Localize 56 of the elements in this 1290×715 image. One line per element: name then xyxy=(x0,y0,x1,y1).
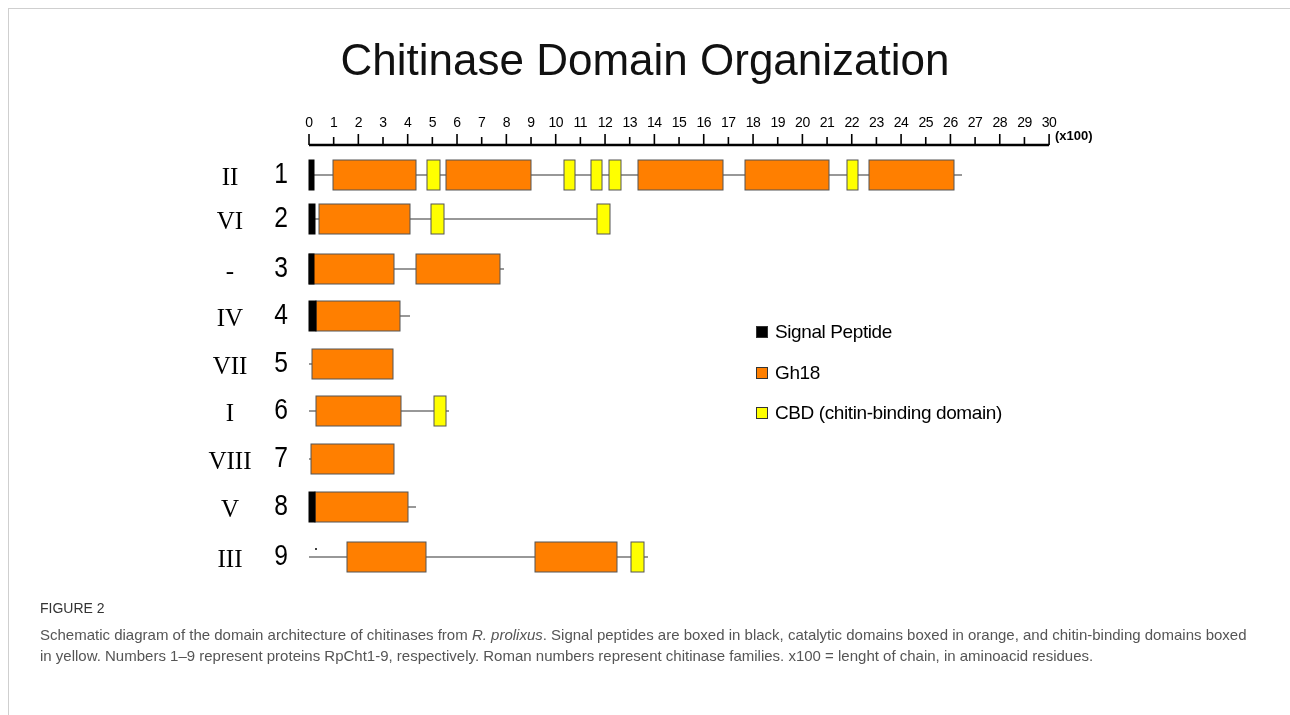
tick-label: 23 xyxy=(868,115,885,129)
tick-label: 27 xyxy=(966,115,984,129)
legend-text: CBD (chitin-binding domain) xyxy=(775,402,1002,424)
tick-label: 13 xyxy=(621,115,638,129)
tick-label: 6 xyxy=(452,115,462,129)
protein-number: 2 xyxy=(273,203,289,232)
tick-label: 24 xyxy=(892,115,910,129)
figure-label: FIGURE 2 xyxy=(40,601,105,615)
legend-text: Gh18 xyxy=(775,361,820,384)
axis-unit: (x100) xyxy=(1055,129,1093,142)
protein-number: 4 xyxy=(273,300,289,329)
tick-label: 14 xyxy=(646,115,663,129)
figure-caption: Schematic diagram of the domain architecture of chitinases from R. prolixus. Signal peptides are boxed in black, catalytic domains boxed in orange, and chitin-binding domains boxed in yellow. Numbers 1–9 represent proteins RpCht1-9, respectively. Roman numbers represent chitinase families. x100 = lenght of chain, in aminoacid residues. xyxy=(40,625,1248,666)
tick-label: 11 xyxy=(572,115,589,129)
family-label: III xyxy=(216,546,244,571)
tick-label: 17 xyxy=(720,115,737,129)
tick-label: 21 xyxy=(818,115,836,129)
tick-label: 19 xyxy=(769,115,786,129)
tick-label: 22 xyxy=(843,115,860,129)
tick-label: 29 xyxy=(1016,115,1033,129)
tick-label: 1 xyxy=(329,115,339,129)
tick-label: 18 xyxy=(744,115,762,129)
protein-number: 6 xyxy=(273,395,289,424)
tick-label: 15 xyxy=(670,115,688,129)
protein-number: 3 xyxy=(273,253,289,282)
family-label: VII xyxy=(211,353,249,378)
tick-label: 7 xyxy=(477,115,487,129)
family-label: VIII xyxy=(207,448,253,473)
tick-label: 9 xyxy=(526,115,536,129)
tick-label: 2 xyxy=(353,115,363,129)
tick-label: 5 xyxy=(427,115,437,129)
family-label: I xyxy=(224,400,236,425)
tick-label: 16 xyxy=(695,115,712,129)
family-label: II xyxy=(220,164,240,189)
protein-number: 8 xyxy=(273,491,289,520)
tick-label: 30 xyxy=(1040,115,1058,129)
protein-number: 7 xyxy=(273,443,289,472)
legend-text: Signal Peptide xyxy=(775,321,892,343)
tick-label: 28 xyxy=(991,115,1009,129)
family-label: - xyxy=(224,258,236,283)
tick-label: 10 xyxy=(547,115,564,129)
tick-label: 25 xyxy=(917,115,935,129)
family-label: IV xyxy=(215,305,245,330)
tick-label: 12 xyxy=(596,115,614,129)
tick-label: 20 xyxy=(794,115,811,129)
tick-label: 0 xyxy=(304,115,314,129)
tick-label: 26 xyxy=(942,115,959,129)
family-label: VI xyxy=(215,208,245,233)
family-label: V xyxy=(219,496,241,521)
protein-number: 1 xyxy=(273,159,289,188)
protein-number: 5 xyxy=(273,348,289,377)
tick-label: 4 xyxy=(403,115,413,129)
title: Chitinase Domain Organization xyxy=(339,38,951,82)
tick-label: 8 xyxy=(501,115,511,129)
tick-label: 3 xyxy=(378,115,388,129)
protein-number: 9 xyxy=(273,541,289,570)
